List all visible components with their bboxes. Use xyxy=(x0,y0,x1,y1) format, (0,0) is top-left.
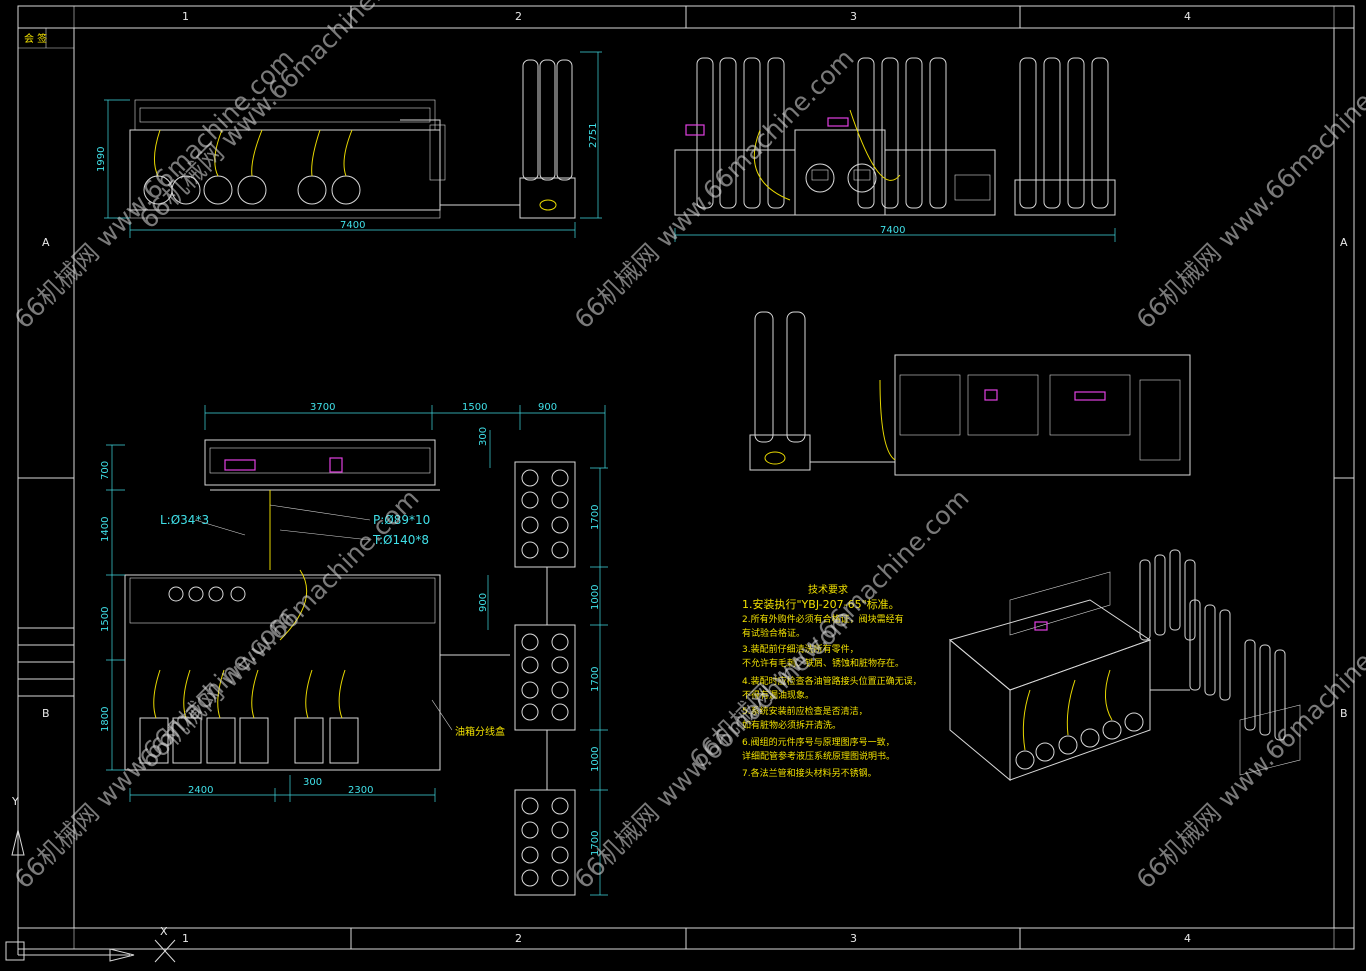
grid-col-top-4: 4 xyxy=(1184,10,1191,23)
tech-req-item: 6.阀组的元件序号与原理图序号一致， xyxy=(742,736,895,748)
plan-dim-mid-1: 900 xyxy=(478,593,489,612)
ucs-x-label: X xyxy=(160,925,168,938)
watermark: 66机械网 www.66machine.com xyxy=(1131,603,1366,894)
plan-dim-right-3: 1000 xyxy=(590,747,601,772)
tech-req-item: 如有脏物必须拆开清洗。 xyxy=(742,719,841,731)
plan-dim-right-4: 1700 xyxy=(590,831,601,856)
tech-req-item: 2.所有外购件必须有合格证，阀块需经有 xyxy=(742,613,904,625)
callout-p: P:Ø89*10 xyxy=(373,513,430,527)
plan-dim-right-2: 1700 xyxy=(590,667,601,692)
tech-req-title: 技术要求 xyxy=(808,583,848,596)
front-right-dim-width: 7400 xyxy=(880,225,905,236)
callout-l: L:Ø34*3 xyxy=(160,513,209,527)
plan-view xyxy=(106,405,608,896)
tech-req-item: 3.装配前仔细清洗所有零件， xyxy=(742,643,859,655)
tech-req-item: 1.安装执行"YBJ-207-65"标准。 xyxy=(742,597,900,611)
front-view-right xyxy=(674,57,1116,242)
isometric-view xyxy=(948,549,1301,782)
grid-col-bottom-1: 1 xyxy=(182,932,189,945)
front-view-left xyxy=(104,51,602,238)
front-left-dim-acc: 2751 xyxy=(588,123,599,148)
grid-row-right-a: A xyxy=(1340,236,1348,249)
watermark: 66机械网 www.66machine.com xyxy=(569,43,860,334)
watermark: 66机械网 www.66machine.com xyxy=(1131,43,1366,334)
plan-dim-right-1: 1000 xyxy=(590,585,601,610)
watermark: 66机械网 www.66machine.com xyxy=(9,43,300,334)
grid-col-top-3: 3 xyxy=(850,10,857,23)
corner-label: 会 签 xyxy=(24,32,47,45)
plan-dim-right-0: 1700 xyxy=(590,505,601,530)
tech-req-item: 7.各法兰管和接头材料另不锈钢。 xyxy=(742,767,877,779)
callout-t: T:Ø140*8 xyxy=(372,533,429,547)
ucs-y-label: Y xyxy=(11,795,19,808)
grid-col-bottom-3: 3 xyxy=(850,932,857,945)
front-left-dim-width: 7400 xyxy=(340,220,365,231)
grid-row-right-b: B xyxy=(1340,707,1348,720)
plan-dim-left-2: 1500 xyxy=(100,607,111,632)
plan-dim-top-0: 3700 xyxy=(310,402,335,413)
plan-dim-bottom-1: 300 xyxy=(303,777,322,788)
plan-dim-top-1: 1500 xyxy=(462,402,487,413)
plan-dim-mid-0: 300 xyxy=(478,427,489,446)
grid-col-bottom-4: 4 xyxy=(1184,932,1191,945)
watermark: 66机械网 www.66machine.com xyxy=(134,483,425,774)
grid-col-bottom-2: 2 xyxy=(515,932,522,945)
plan-dim-left-0: 700 xyxy=(100,461,111,480)
tech-req-item: 详细配管参考液压系统原理图说明书。 xyxy=(742,750,895,762)
plan-dim-left-1: 1400 xyxy=(100,517,111,542)
plan-dim-top-2: 900 xyxy=(538,402,557,413)
watermark: 66机械网 www.66machine.com xyxy=(134,0,425,234)
grid-row-left-a: A xyxy=(42,236,50,249)
grid-col-top-1: 1 xyxy=(182,10,189,23)
grid-row-left-b: B xyxy=(42,707,50,720)
plan-note: 油箱分线盒 xyxy=(455,725,505,738)
tech-req-item: 5.系统安装前应检查是否清洁， xyxy=(742,705,868,717)
tech-requirements: 技术要求 1.安装执行"YBJ-207-65"标准。 2.所有外购件必须有合格证… xyxy=(742,583,922,779)
tech-req-item: 4.装配时应检查各油管路接头位置正确无误， xyxy=(742,675,922,687)
tech-req-item: 不允许有毛刺、铁屑、锈蚀和脏物存在。 xyxy=(742,657,904,669)
plan-dim-bottom-2: 2300 xyxy=(348,785,373,796)
side-view xyxy=(749,311,1191,476)
tech-req-item: 有试验合格证。 xyxy=(742,627,805,639)
watermarks: 66机械网 www.66machine.com 66机械网 www.66mach… xyxy=(9,0,1366,894)
front-left-dim-height: 1990 xyxy=(96,147,107,172)
drawing-frame xyxy=(17,5,1355,950)
tech-req-item: 不得有漏油现象。 xyxy=(742,689,814,701)
grid-labels: 1 2 3 4 1 2 3 4 A B A B xyxy=(42,10,1348,945)
plan-dim-left-3: 1800 xyxy=(100,707,111,732)
ucs-icon xyxy=(5,800,176,963)
grid-col-top-2: 2 xyxy=(515,10,522,23)
plan-dim-bottom-0: 2400 xyxy=(188,785,213,796)
